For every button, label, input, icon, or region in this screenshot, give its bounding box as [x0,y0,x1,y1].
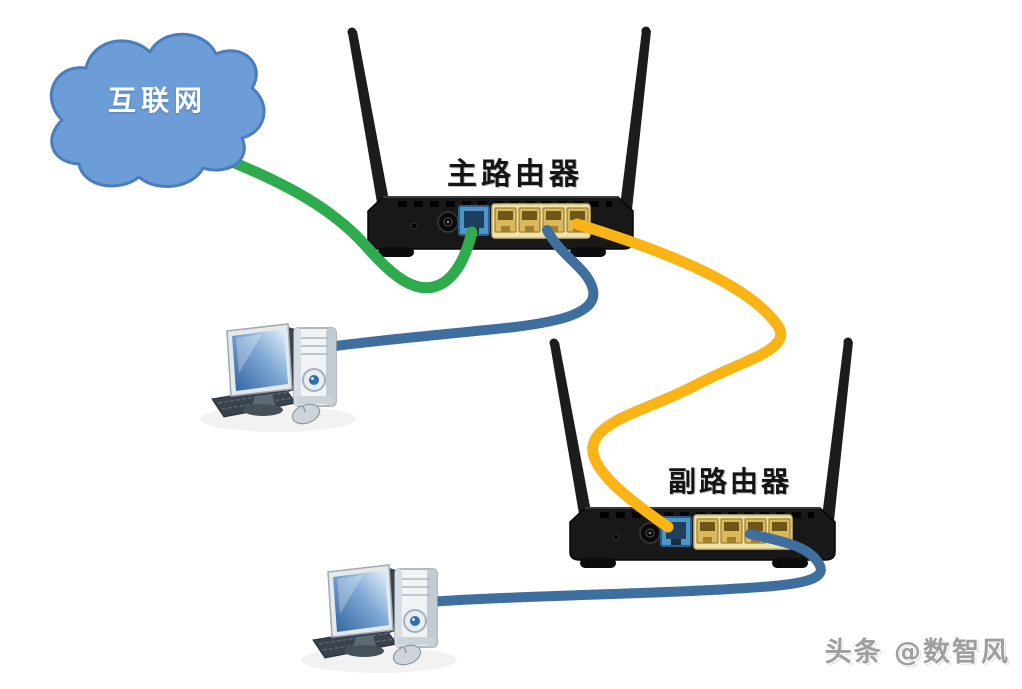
internet-cloud-label: 互联网 [108,84,208,117]
main-router [348,27,652,258]
cable-internet-to-main-router [194,142,478,294]
pc2 [300,564,458,674]
cable-main-router-to-pc1 [330,225,599,351]
internet-cloud [49,32,266,189]
cable-main-router-to-secondary-router [571,218,787,533]
secondary-router-label: 副路由器 [668,465,793,498]
cable-secondary-router-to-pc2 [423,529,826,607]
main-router-label: 主路由器 [447,157,583,192]
pc1 [199,323,357,433]
watermark: 头条 @数智风 [824,637,1010,668]
